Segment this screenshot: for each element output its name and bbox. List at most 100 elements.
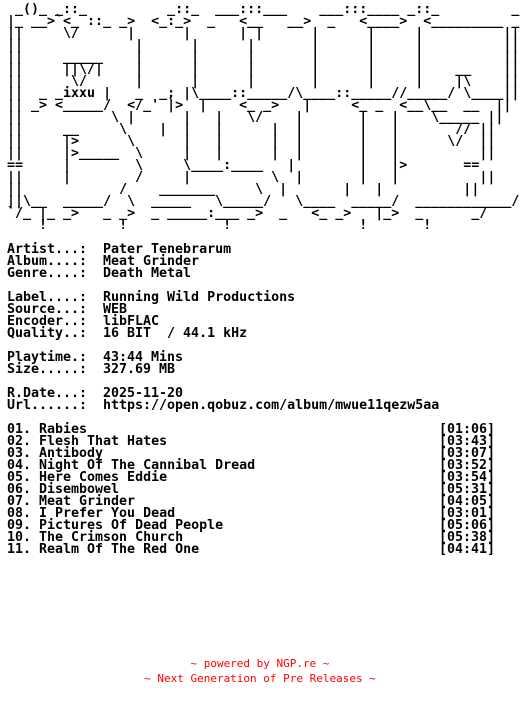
info-value: 2025-11-20 [103, 386, 184, 401]
ascii-art-line: || |> \ | | | | | | \/ || [7, 134, 496, 149]
info-value: Meat Grinder [103, 254, 200, 269]
ascii-art-line: == | \ \____:____ | | |> == [7, 158, 480, 173]
track-duration: [03:43] [439, 434, 496, 449]
track-number: 07. [7, 494, 32, 509]
track-number: 04. [7, 458, 32, 473]
track-duration: [03:07] [439, 446, 496, 461]
track-duration: [05:38] [439, 530, 496, 545]
track-number: 05. [7, 470, 32, 485]
info-label: Playtime.: [7, 350, 88, 365]
track-duration: [04:41] [439, 542, 496, 557]
track-number: 10. [7, 530, 32, 545]
track-title: I Prefer You Dead [39, 506, 176, 521]
track-title: Night Of The Cannibal Dread [39, 458, 256, 473]
track-duration: [03:52] [439, 458, 496, 473]
info-label: Album....: [7, 254, 88, 269]
track-row: 08. I Prefer You Dead [03:01] [7, 506, 520, 521]
info-label: Encoder..: [7, 314, 88, 329]
track-number: 03. [7, 446, 32, 461]
ascii-art-line: `/_ |_ _> _ _> _ _____:___ _> _ <_ _> |_… [7, 206, 488, 221]
track-row: 04. Night Of The Cannibal Dread [03:52] [7, 458, 520, 473]
footer-powered-by: ~ powered by NGP.re ~ [190, 657, 330, 670]
track-title: Rabies [39, 422, 88, 437]
ascii-art-line: |_ __>`<_ ::_ _> <_:_> _ <__ __> _ <____… [7, 14, 520, 29]
track-title: Here Comes Eddie [39, 470, 168, 485]
info-label: Genre....: [7, 266, 88, 281]
track-number: 02. [7, 434, 32, 449]
track-row: 07. Meat Grinder [04:05] [7, 494, 520, 509]
info-label: Size.....: [7, 362, 88, 377]
ascii-art-line: || / _______ \ | | | || [7, 182, 480, 197]
info-label: Source...: [7, 302, 88, 317]
info-value: 43:44 Mins [103, 350, 184, 365]
track-row: 03. Antibody [03:07] [7, 446, 520, 461]
track-title: Pictures Of Dead People [39, 518, 224, 533]
track-title: Flesh That Hates [39, 434, 168, 449]
track-number: 01. [7, 422, 32, 437]
ascii-art-line: || _> <_____/ </_' |> | <_ _> | <_ _ <__… [7, 98, 512, 113]
info-size: Size.....: 327.69 MB [7, 362, 520, 377]
track-duration: [01:06] [439, 422, 496, 437]
track-title: Disembowel [39, 482, 120, 497]
info-playtime: Playtime.: 43:44 Mins [7, 350, 520, 365]
album-url-link[interactable]: https://open.qobuz.com/album/mwue11qezw5… [103, 398, 440, 413]
ascii-art-line: || | / | \ | | | || [7, 170, 496, 185]
info-url: Url......: https://open.qobuz.com/album/m… [7, 398, 520, 413]
track-duration: [05:06] [439, 518, 496, 533]
ascii-art-line: || ||\/| | | | | | | __ || [7, 62, 520, 77]
ascii-art-line: || | | | | | | || [7, 38, 520, 53]
track-row: 11. Realm Of The Red One [04:41] [7, 542, 520, 557]
ascii-art-line: || _____ | | | | | | || [7, 50, 520, 65]
tracklist: 01. Rabies [01:06] 02. Flesh That Hates [03:4… [7, 422, 520, 557]
track-row: 06. Disembowel [05:31] [7, 482, 520, 497]
info-quality: Quality..: 16 BIT / 44.1 kHz [7, 326, 520, 341]
track-row: 09. Pictures Of Dead People [05:06] [7, 518, 520, 533]
ascii-art-logo: _()_ _::_ _::_ ___:::___ ___:::____ _::_… [7, 2, 520, 233]
track-title: Meat Grinder [39, 494, 136, 509]
track-number: 08. [7, 506, 32, 521]
info-label: Url......: [7, 398, 88, 413]
track-duration: [03:54] [439, 470, 496, 485]
ascii-art-line: || \/ | | | | | | |\ || [7, 74, 520, 89]
track-title: Antibody [39, 446, 104, 461]
info-label: R.Date...: [7, 386, 88, 401]
ascii-art-line: || \/ | | | | | | | || [7, 26, 520, 41]
track-number: 06. [7, 482, 32, 497]
info-encoder: Encoder..: libFLAC [7, 314, 520, 329]
track-duration: [03:01] [439, 506, 496, 521]
info-label: Artist...: [7, 242, 88, 257]
track-number: 09. [7, 518, 32, 533]
footer-tagline: ~ Next Generation of Pre Releases ~ [144, 672, 376, 685]
info-value: libFLAC [103, 314, 160, 329]
ascii-art-line: _()_ _::_ _::_ ___:::___ ___:::____ _::_… [7, 2, 520, 17]
ascii-art-line: || |>_____ \ | | | | | | || [7, 146, 496, 161]
info-value: Pater Tenebrarum [103, 242, 232, 257]
ascii-art-line: ! ! ! ! ! [7, 218, 432, 233]
info-artist: Artist...: Pater Tenebrarum [7, 242, 520, 257]
track-row: 01. Rabies [01:06] [7, 422, 520, 437]
info-value: WEB [103, 302, 128, 317]
ascii-art-line: || _ _ixxu | _ _; |\____::_____/\____::_… [7, 86, 520, 101]
info-label: Label....: [7, 290, 88, 305]
info-value: Death Metal [103, 266, 192, 281]
ascii-art-line: || __ \ | | | | | | | // || [7, 122, 496, 137]
track-duration: [05:31] [439, 482, 496, 497]
info-release-date: R.Date...: 2025-11-20 [7, 386, 520, 401]
track-row: 10. The Crimson Church [05:38] [7, 530, 520, 545]
track-title: Realm Of The Red One [39, 542, 200, 557]
info-album: Album....: Meat Grinder [7, 254, 520, 269]
track-number: 11. [7, 542, 32, 557]
info-genre: Genre....: Death Metal [7, 266, 520, 281]
track-title: The Crimson Church [39, 530, 184, 545]
track-duration: [04:05] [439, 494, 496, 509]
info-source: Source...: WEB [7, 302, 520, 317]
info-label-company: Label....: Running Wild Productions [7, 290, 520, 305]
info-value: 16 BIT / 44.1 kHz [103, 326, 248, 341]
info-value: Running Wild Productions [103, 290, 296, 305]
ascii-art-line: || \ | | | \/ | | | \_____ || [7, 110, 504, 125]
nfo-document: _()_ _::_ _::_ ___:::___ ___:::____ _::_… [7, 2, 520, 557]
track-row: 02. Flesh That Hates [03:43] [7, 434, 520, 449]
info-value: 327.69 MB [103, 362, 176, 377]
info-label: Quality..: [7, 326, 88, 341]
ascii-art-line: ||\__ _____/ \ _____ \_____/ \____ _____… [7, 194, 520, 209]
